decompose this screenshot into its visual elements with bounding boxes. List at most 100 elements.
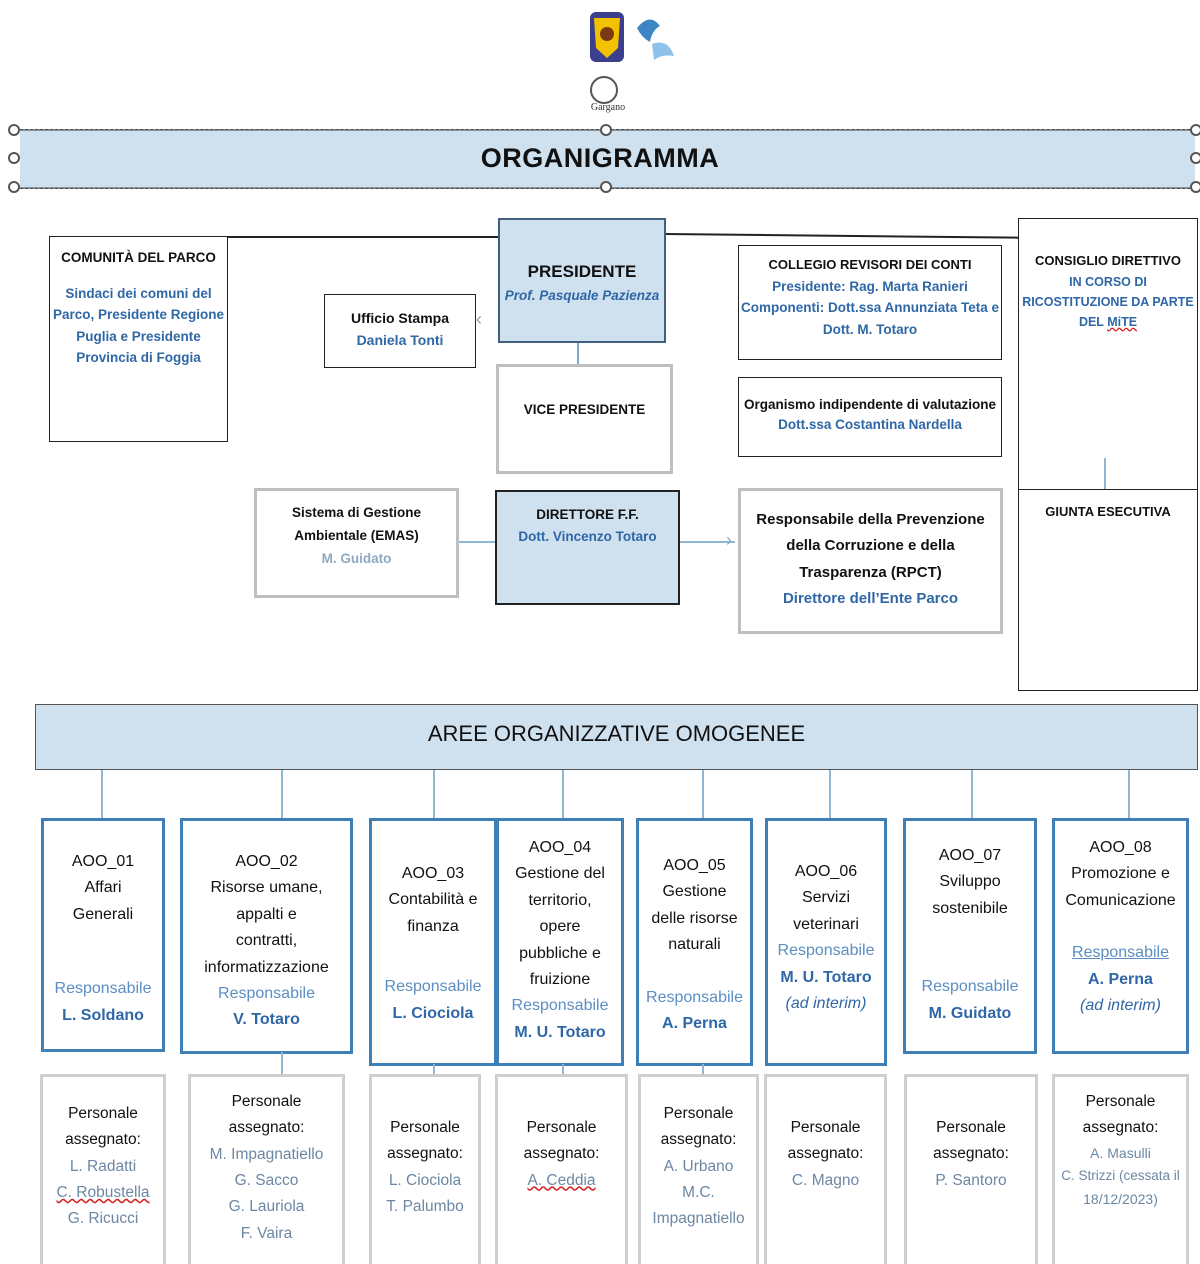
aoo-responsabile-label: Responsabile [54,980,152,998]
resize-handle[interactable] [8,124,20,136]
park-logo-icon [590,12,674,104]
aoo-responsabile-label: Responsabile [384,978,482,996]
presidente-name: Prof. Pasquale Pazienza [504,288,660,304]
aoo-responsabile-name: V. Totaro [233,1011,300,1029]
personale-box: Personale assegnato: A. Urbano M.C. Impa… [638,1074,759,1264]
personale-box: Personale assegnato: P. Santoro [904,1074,1038,1264]
personale-name: L. Radatti [69,1157,137,1175]
aoo-name: opere [539,918,581,936]
vice-presidente-title: VICE PRESIDENTE [523,402,646,417]
aoo-03-box: AOO_03 Contabilità e finanza Responsabil… [369,818,497,1066]
collegio-title: COLLEGIO REVISORI DEI CONTI [768,257,972,272]
connector-line [227,236,500,238]
aoo-name: Generali [72,905,134,923]
personale-label: Personale [526,1119,597,1136]
personale-name: L. Ciociola [388,1171,462,1189]
connector-line [971,770,973,820]
personale-name: G. Sacco [234,1172,299,1190]
aoo-name: Servizi [801,889,850,907]
personale-label: assegnato: [787,1145,864,1163]
resize-handle[interactable] [1190,124,1200,136]
oiv-name: Dott.ssa Costantina Nardella [778,417,962,433]
consiglio-status: IN CORSO DI [1069,274,1147,289]
rpct-name: Direttore dell’Ente Parco [782,589,959,607]
connector-line [459,541,495,543]
giunta-title: GIUNTA ESECUTIVA [1045,504,1171,519]
personale-box: Personale assegnato: M. Impagnatiello G.… [188,1074,345,1264]
aoo-name: veterinari [793,915,859,933]
connector-line [664,233,1018,239]
aoo-name: Contabilità e [388,891,478,909]
aoo-responsabile-label: Responsabile [511,997,609,1015]
aoo-04-box: AOO_04 Gestione del territorio, opere pu… [496,818,624,1066]
aoo-responsabile-name: M. Guidato [928,1004,1012,1022]
personale-box: Personale assegnato: L. Radatti C. Robus… [40,1074,166,1264]
personale-name: Impagnatiello [652,1210,745,1228]
connector-line [281,1052,283,1076]
oiv-box: Organismo indipendente di valutazione Do… [738,377,1002,457]
aoo-responsabile-label: Responsabile [921,978,1019,996]
personale-label: Personale [936,1119,1006,1136]
aoo-06-box: AOO_06 Servizi veterinari Responsabile M… [765,818,887,1066]
rpct-title: della Corruzione e della [786,537,955,555]
aoo-responsabile-label: Responsabile [777,942,875,960]
aoo-responsabile-name: L. Ciociola [392,1004,474,1022]
aoo-responsabile-name: A. Perna [662,1014,727,1032]
giunta-box: GIUNTA ESECUTIVA [1018,489,1198,691]
aoo-name: naturali [668,936,721,954]
comunita-line: Parco, Presidente Regione [52,307,225,323]
personale-label: assegnato: [387,1145,463,1163]
aree-title: AREE ORGANIZZATIVE OMOGENEE [427,721,806,746]
personale-label: Personale [390,1119,460,1136]
comunita-box: COMUNITÀ DEL PARCO Sindaci dei comuni de… [49,236,228,442]
aoo-name: Sviluppo [939,873,1001,891]
arrow-left-icon: ‹ [476,309,482,329]
connector-line [702,770,704,820]
aoo-name: Gestione [662,883,727,901]
personale-name: C. Magno [791,1171,860,1189]
comunita-line: Puglia e Presidente [76,328,201,344]
ufficio-stampa-title: Ufficio Stampa [350,310,449,326]
consiglio-title: CONSIGLIO DIRETTIVO [1035,253,1181,268]
consiglio-box: CONSIGLIO DIRETTIVO IN CORSO DI RICOSTIT… [1018,218,1198,490]
personale-label: Personale [68,1105,138,1122]
personale-name: C. Strizzi (cessata il [1061,1168,1180,1184]
connector-line [1128,770,1130,820]
aree-band [35,704,1198,770]
aoo-name: Affari [84,879,122,897]
sga-title: Ambientale (EMAS) [294,527,419,543]
resize-handle[interactable] [600,124,612,136]
direttore-title: DIRETTORE F.F. [536,507,639,522]
personale-name: A. Ceddia [527,1171,596,1189]
resize-handle[interactable] [1190,181,1200,193]
presidente-title: PRESIDENTE [527,262,637,281]
aoo-responsabile-label: Responsabile [1072,944,1169,962]
sga-box: Sistema di Gestione Ambientale (EMAS) M.… [254,488,459,598]
aoo-name: pubbliche e [519,944,601,962]
aoo-01-box: AOO_01 Affari Generali Responsabile L. S… [41,818,165,1052]
aoo-responsabile-name: M. U. Totaro [780,968,872,986]
aoo-name: territorio, [528,891,592,909]
resize-handle[interactable] [600,181,612,193]
aoo-code: AOO_02 [235,853,298,870]
comunita-line: Provincia di Foggia [76,350,201,366]
aoo-note: (ad interim) [785,994,867,1012]
rpct-title: Responsabile della Prevenzione [756,511,985,528]
personale-label: assegnato: [660,1131,737,1149]
comunita-line: Sindaci dei comuni del [65,285,212,301]
resize-handle[interactable] [1190,152,1200,164]
aoo-name: delle risorse [651,909,738,927]
personale-box: Personale assegnato: C. Magno [764,1074,887,1264]
aoo-code: AOO_03 [401,865,465,882]
aoo-responsabile-label: Responsabile [646,988,743,1006]
aoo-name: finanza [407,917,459,935]
resize-handle[interactable] [8,181,20,193]
resize-handle[interactable] [8,152,20,164]
direttore-name: Dott. Vincenzo Totaro [518,528,657,544]
connector-line [562,1064,564,1076]
personale-name: 18/12/2023) [1083,1191,1158,1208]
connector-line [562,770,564,820]
logo-text: Gargano [590,102,626,113]
presidente-box: PRESIDENTE Prof. Pasquale Pazienza [498,218,666,343]
park-logo: Gargano [582,8,682,120]
